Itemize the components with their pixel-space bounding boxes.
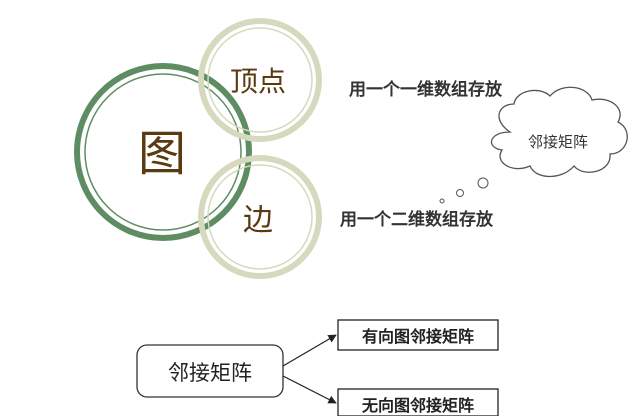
vertex-storage-note: 用一个一维数组存放 [349, 79, 503, 100]
directed-label: 有向图邻接矩阵 [362, 327, 474, 346]
main-ring-inner [84, 73, 242, 231]
cloud-bubble-small [439, 198, 445, 204]
undirected-box [337, 388, 499, 416]
vertex-label: 顶点 [230, 65, 286, 98]
edge-label: 边 [243, 203, 273, 238]
arrow-to-undirected [282, 375, 337, 404]
edge-ring-inner [207, 164, 313, 270]
cloud-label: 邻接矩阵 [528, 133, 588, 151]
cloud-shape [491, 86, 628, 178]
edge-storage-note: 用一个二维数组存放 [340, 209, 494, 230]
vertex-ring-inner [207, 27, 313, 133]
cloud-bubble-large [477, 177, 489, 189]
vertex-ring [198, 18, 322, 142]
arrow-to-directed [282, 334, 337, 367]
root-label: 邻接矩阵 [168, 361, 252, 385]
graph-label: 图 [138, 126, 186, 182]
main-ring [74, 63, 252, 241]
edge-ring [198, 155, 322, 279]
directed-box [337, 319, 499, 351]
undirected-label: 无向图邻接矩阵 [361, 396, 474, 415]
thought-cloud: 邻接矩阵 [439, 86, 628, 204]
root-box [136, 344, 284, 398]
cloud-bubble-medium [456, 189, 464, 197]
